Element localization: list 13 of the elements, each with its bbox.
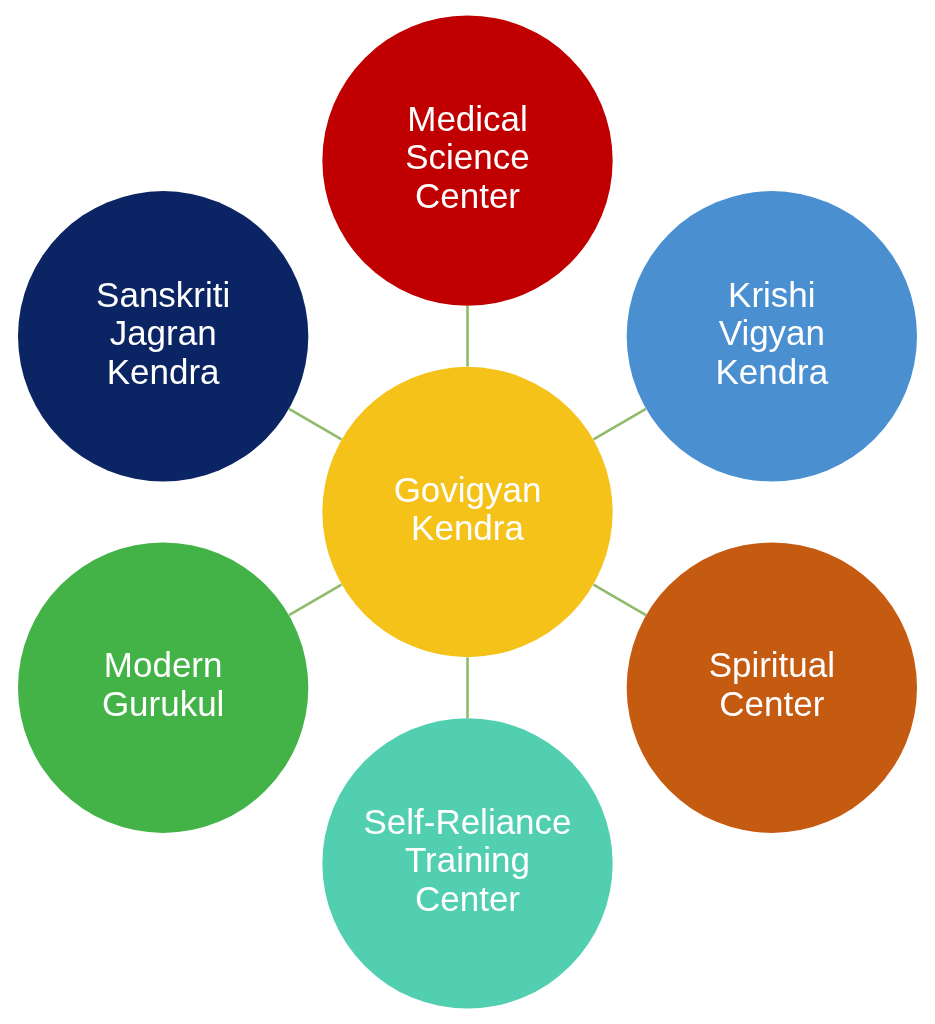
connector: [288, 583, 343, 617]
node-circle: Spiritual Center: [626, 542, 917, 833]
connector: [466, 305, 469, 367]
connector: [592, 407, 647, 441]
node-circle: Self-Reliance Training Center: [322, 718, 613, 1009]
connector: [466, 657, 469, 719]
connector: [592, 583, 647, 617]
node-circle: Krishi Vigyan Kendra: [626, 191, 917, 482]
node-circle: Sanskriti Jagran Kendra: [18, 191, 309, 482]
node-circle: Govigyan Kendra: [322, 366, 613, 658]
node-circle: Medical Science Center: [322, 15, 613, 306]
connector: [288, 407, 343, 441]
node-circle: Modern Gurukul: [18, 542, 309, 833]
